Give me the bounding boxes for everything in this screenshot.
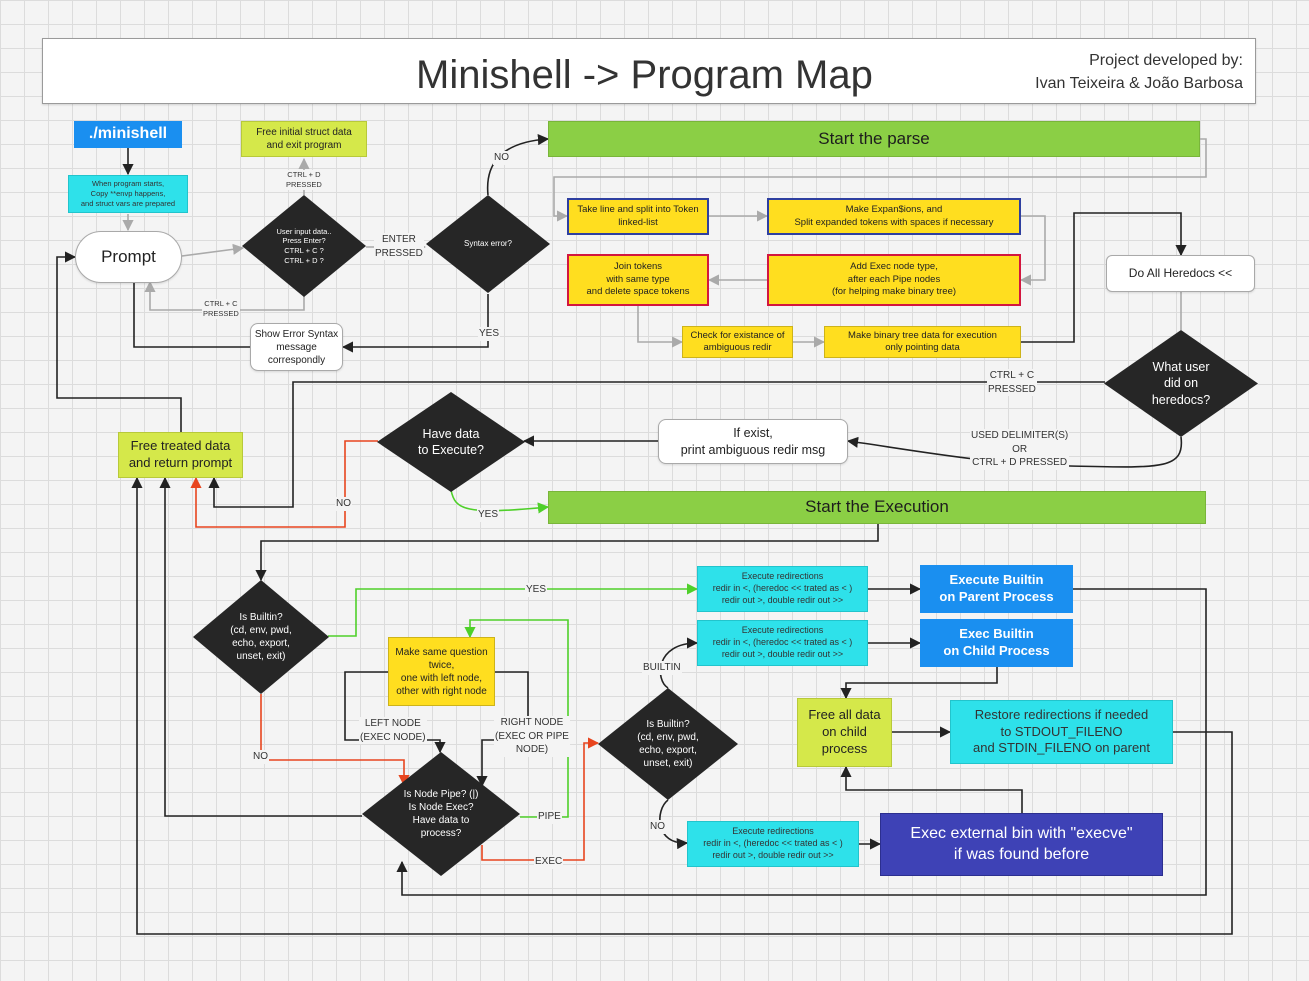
do-heredocs-node: Do All Heredocs <<	[1106, 255, 1255, 292]
syntax-error-decision: Syntax error?	[426, 195, 550, 293]
same-question-node: Make same question twice, one with left …	[388, 637, 495, 706]
startup-node: When program starts, Copy **envp happens…	[68, 175, 188, 213]
add-exec-node: Add Exec node type, after each Pipe node…	[767, 254, 1021, 306]
execve-node: Exec external bin with "execve" if was f…	[880, 813, 1163, 876]
entry-node: ./minishell	[74, 121, 182, 148]
credits-line2: Ivan Teixeira & João Barbosa	[1035, 75, 1243, 92]
prompt-node: Prompt	[75, 231, 182, 283]
start-exec-bar: Start the Execution	[548, 491, 1206, 524]
have-data-decision: Have data to Execute?	[377, 392, 525, 492]
is-builtin-text-2: Is Builtin? (cd, env, pwd, echo, export,…	[637, 719, 699, 769]
check-ambiguous-node: Check for existance of ambiguous redir	[682, 326, 793, 358]
is-builtin-decision-2: Is Builtin? (cd, env, pwd, echo, export,…	[598, 688, 738, 800]
is-builtin-text-1: Is Builtin? (cd, env, pwd, echo, export,…	[230, 612, 292, 662]
node-pipe-text: Is Node Pipe? (|) Is Node Exec? Have dat…	[403, 789, 479, 839]
heredoc-decision-text: What user did on heredocs?	[1151, 360, 1211, 407]
join-tokens-node: Join tokens with same type and delete sp…	[567, 254, 709, 306]
exec-builtin-parent-node: Execute Builtin on Parent Process	[920, 565, 1073, 613]
start-parse-bar: Start the parse	[548, 121, 1200, 157]
credits-line1: Project developed by:	[1089, 52, 1243, 69]
exec-redir-node-1: Execute redirections redir in <, (heredo…	[697, 566, 868, 612]
exec-builtin-child-node: Exec Builtin on Child Process	[920, 619, 1073, 667]
restore-redir-node: Restore redirections if needed to STDOUT…	[950, 700, 1173, 764]
show-error-node: Show Error Syntax message correspondly	[250, 323, 343, 371]
heredoc-decision: What user did on heredocs?	[1104, 330, 1258, 437]
exec-redir-node-3: Execute redirections redir in <, (heredo…	[687, 821, 859, 867]
page-title: Minishell -> Program Map	[416, 53, 873, 97]
binary-tree-node: Make binary tree data for execution only…	[824, 326, 1021, 358]
user-input-text: User input data.. Press Enter? CTRL + C …	[276, 226, 332, 265]
free-child-node: Free all data on child process	[797, 698, 892, 767]
header-box: Minishell -> Program Map Project develop…	[42, 38, 1256, 104]
free-initial-node: Free initial struct data and exit progra…	[241, 121, 367, 157]
split-tokens-node: Take line and split into Token linked-li…	[567, 198, 709, 235]
node-pipe-decision: Is Node Pipe? (|) Is Node Exec? Have dat…	[362, 752, 520, 876]
is-builtin-decision-1: Is Builtin? (cd, env, pwd, echo, export,…	[193, 580, 329, 694]
expansions-node: Make Expan$ions, and Split expanded toke…	[767, 198, 1021, 235]
user-input-decision: User input data.. Press Enter? CTRL + C …	[242, 195, 366, 297]
exec-redir-node-2: Execute redirections redir in <, (heredo…	[697, 620, 868, 666]
free-treated-node: Free treated data and return prompt	[118, 432, 243, 478]
print-ambiguous-node: If exist, print ambiguous redir msg	[658, 419, 848, 464]
syntax-error-text: Syntax error?	[463, 238, 513, 248]
have-data-text: Have data to Execute?	[417, 426, 484, 457]
